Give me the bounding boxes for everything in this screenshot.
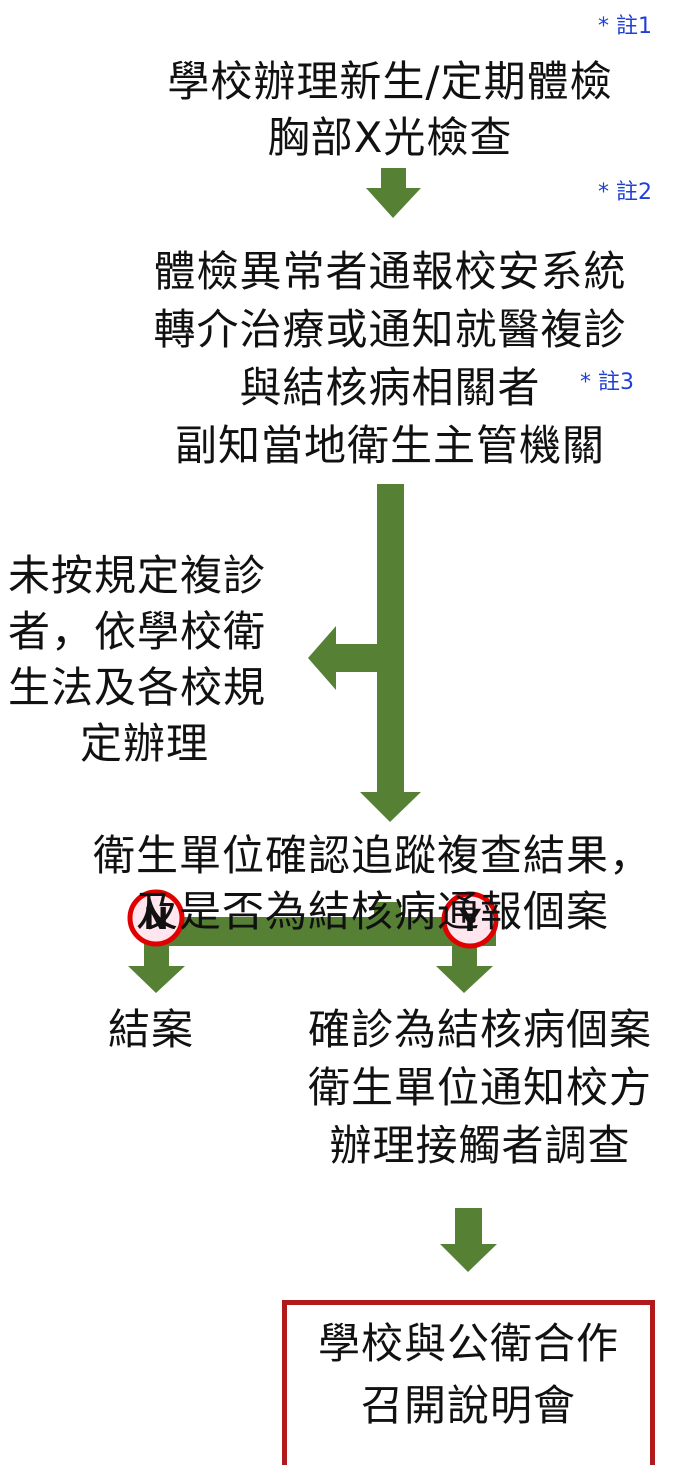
badge-no: N [127,889,185,947]
final-line2: 召開說明會 [360,1381,576,1430]
side-line3: 生法及各校規 [8,663,267,712]
arrow-left-branch [308,626,382,690]
side-line1: 未按規定複診 [8,551,267,600]
final-line1: 學校與公衛合作 [317,1319,619,1368]
step3-line1: 衛生單位確認追蹤複查結果， [92,831,652,880]
badge-yes: Y [441,891,499,949]
arrow-down-2 [360,484,421,822]
svg-text:Y: Y [458,904,482,939]
yes-result-line3: 辦理接觸者調查 [329,1121,631,1170]
note-3: * 註3 [580,370,634,395]
step2-line2: 轉介治療或通知就醫複診 [153,305,627,354]
side-line4: 定辦理 [80,719,210,768]
step2-line3: 與結核病相關者 [239,363,541,412]
note-2: * 註2 [598,180,652,205]
arrow-down-1 [366,168,421,218]
step1-line1: 學校辦理新生/定期體檢 [167,57,613,106]
arrow-down-final [440,1208,497,1272]
arrow-down-no [128,940,185,993]
svg-text:N: N [143,902,168,937]
final-box [282,1300,655,1465]
yes-result-line1: 確診為結核病個案 [307,1005,652,1054]
no-result: 結案 [108,1005,195,1054]
split-connector [156,902,496,946]
note-1: * 註1 [598,14,652,39]
step2-line1: 體檢異常者通報校安系統 [153,247,627,296]
step3-line2: 及是否為結核病通報個案 [135,887,609,936]
step2-line4: 副知當地衛生主管機關 [174,421,605,470]
yes-result-line2: 衛生單位通知校方 [307,1063,652,1112]
side-line2: 者，依學校衛 [8,607,267,656]
step1-line2: 胸部X光檢查 [267,113,513,162]
